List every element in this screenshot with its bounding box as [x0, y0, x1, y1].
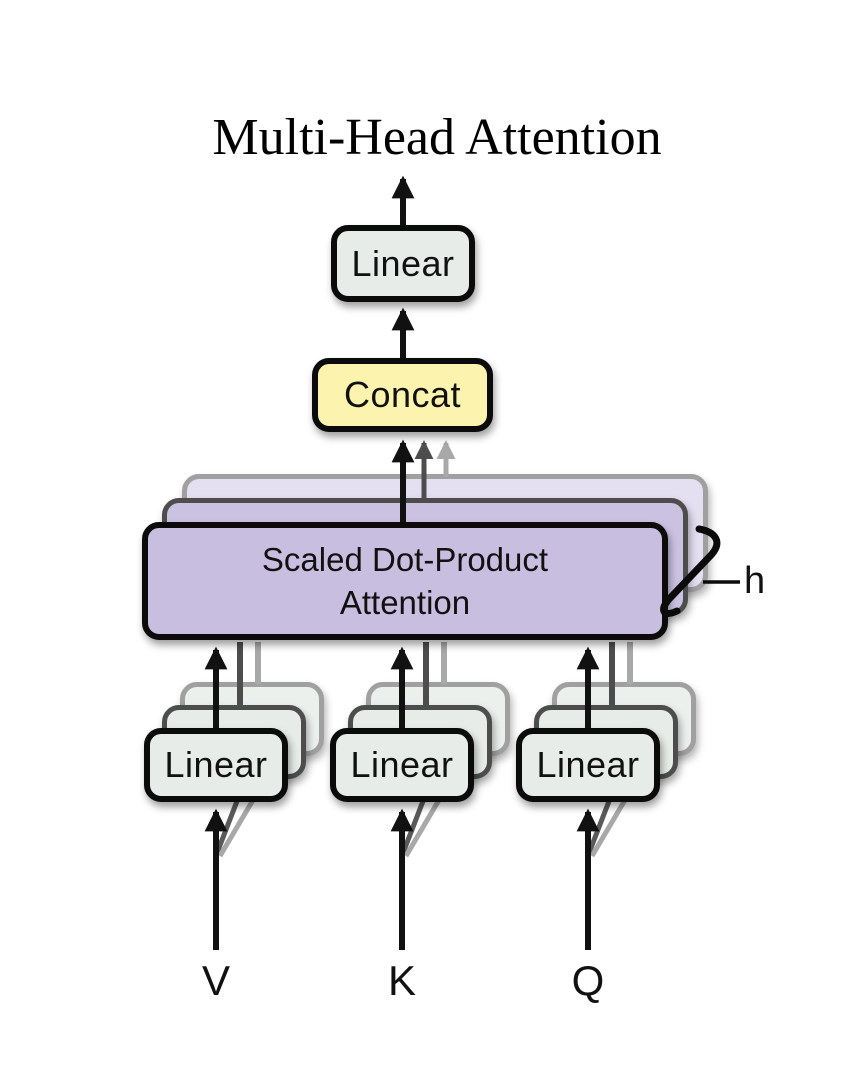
- attention-label-line2: Attention: [339, 584, 471, 621]
- output-linear-label: Linear: [351, 242, 455, 284]
- output-linear-box: Linear: [331, 225, 475, 302]
- heads-count-label: h: [744, 560, 766, 602]
- linear-q-box: Linear: [516, 728, 660, 802]
- linear-k-label: Linear: [350, 744, 454, 785]
- fan-q-dark: [586, 795, 614, 854]
- linear-v-box: Linear: [144, 728, 288, 802]
- linear-q-label: Linear: [536, 744, 640, 785]
- scaled-dot-product-attention-box: Scaled Dot-Product Attention: [142, 522, 668, 640]
- input-label-k: K: [387, 957, 416, 1004]
- fan-v-light: [217, 798, 256, 858]
- fan-v-dark: [214, 795, 242, 854]
- concat-label: Concat: [343, 374, 462, 415]
- input-label-v: V: [201, 957, 230, 1004]
- concat-box: Concat: [312, 358, 493, 432]
- attention-label-line1: Scaled Dot-Product: [261, 541, 549, 578]
- fan-q-light: [589, 798, 628, 858]
- input-label-q: Q: [571, 957, 605, 1004]
- linear-k-box: Linear: [330, 728, 474, 802]
- diagram-title: Multi-Head Attention: [212, 109, 662, 166]
- fan-k-dark: [400, 795, 428, 854]
- linear-v-label: Linear: [164, 744, 268, 785]
- fan-k-light: [403, 798, 442, 858]
